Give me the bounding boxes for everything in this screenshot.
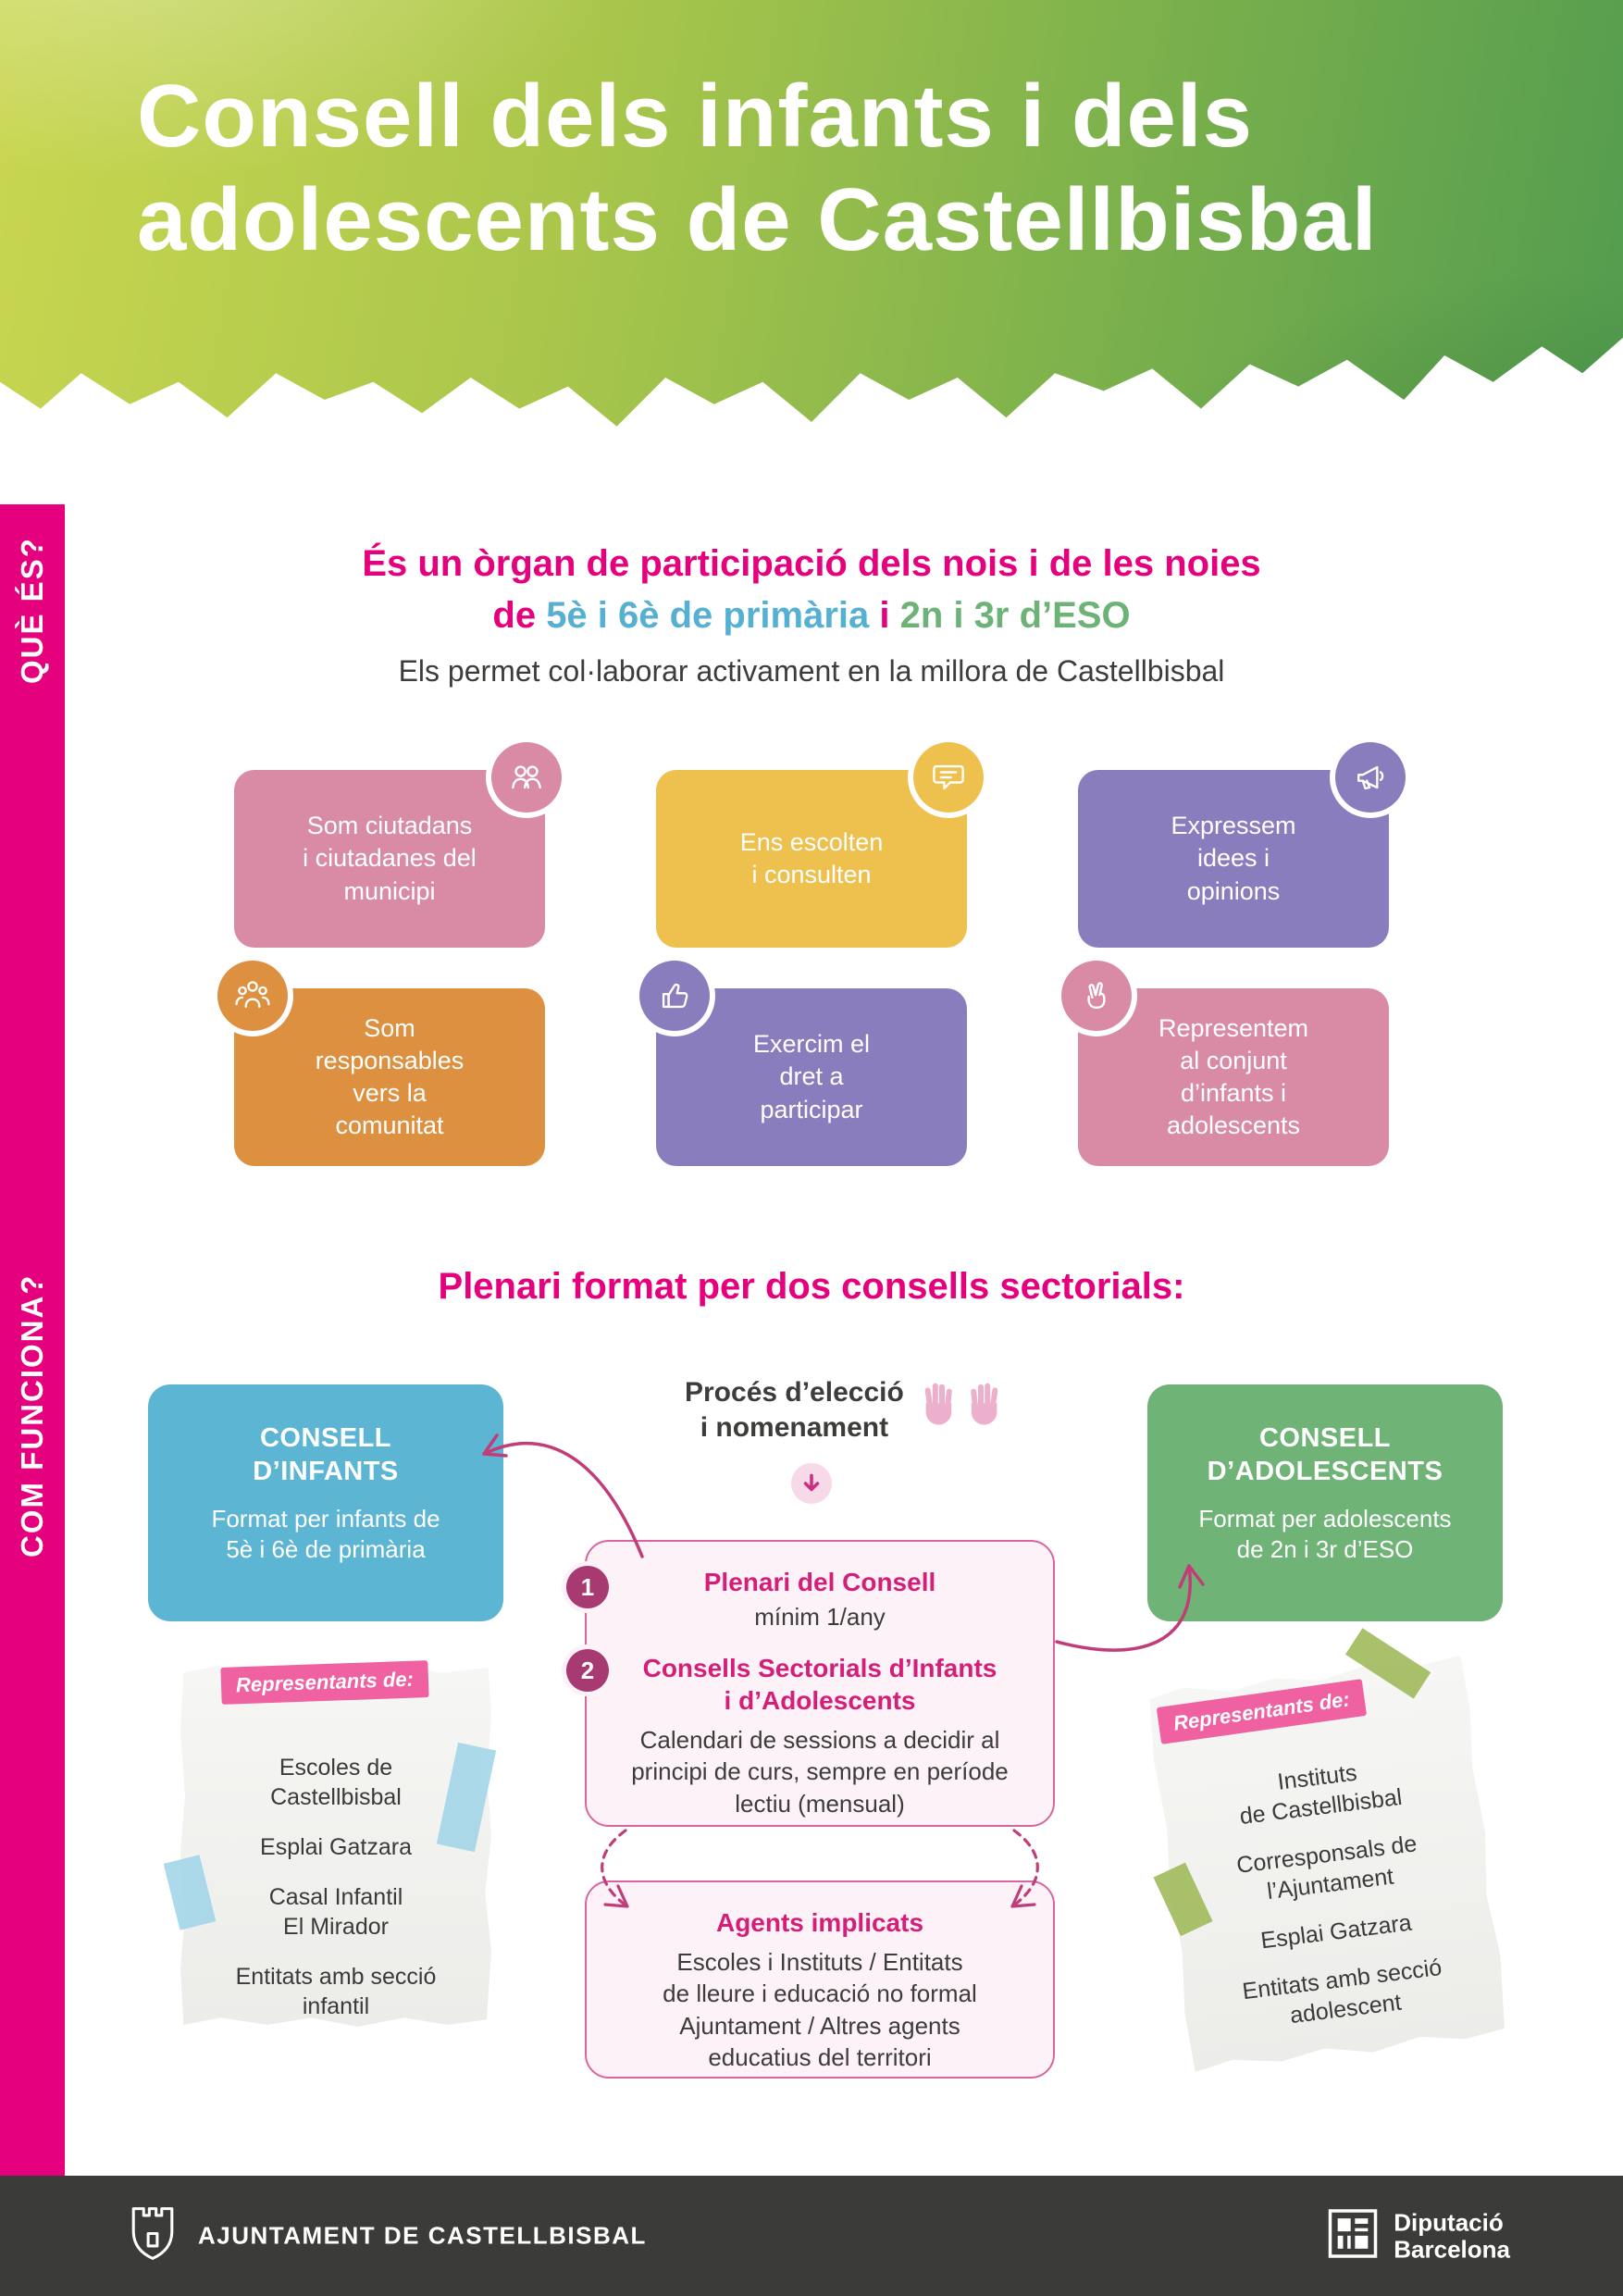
ajuntament-shield-icon <box>128 2203 178 2269</box>
step-1-badge: 1 <box>566 1566 609 1608</box>
card-expressem: Expressem idees i opinions <box>1078 742 1406 948</box>
card-text: Exercim el dret a participar <box>752 1030 871 1123</box>
list-item: Corresponsals de l’Ajuntament <box>1234 1831 1419 1905</box>
poster-title: Consell dels infants i dels adolescents … <box>137 67 1378 270</box>
speech-bubble-icon <box>913 742 984 813</box>
card-escolten: Ens escolten i consulten <box>656 742 984 948</box>
card-representem: Representem al conjunt d’infants i adole… <box>1061 961 1389 1166</box>
diputacio-logo-block: Diputació Barcelona <box>1327 2208 1510 2265</box>
heading-de: de <box>492 595 547 636</box>
council-infants-title: CONSELL D’INFANTS <box>253 1423 399 1487</box>
what-is-heading-line1: És un òrgan de participació dels nois i … <box>362 543 1261 584</box>
council-adolescents-title: CONSELL D’ADOLESCENTS <box>1207 1423 1443 1487</box>
representatives-list: Escoles de Castellbisbal Esplai Gatzara … <box>180 1753 491 2021</box>
election-process: Procés d’elecció i nomenament <box>685 1375 1004 1445</box>
card-text: Expressem idees i opinions <box>1171 812 1296 905</box>
down-arrow-icon <box>791 1463 832 1504</box>
ajuntament-label: AJUNTAMENT DE CASTELLBISBAL <box>198 2221 647 2250</box>
representatives-label: Representants de: <box>220 1660 429 1705</box>
ajuntament-logo-block: AJUNTAMENT DE CASTELLBISBAL <box>128 2203 647 2269</box>
card-responsables: Som responsables vers la comunitat <box>217 961 545 1166</box>
card-exercim: Exercim el dret a participar <box>639 961 967 1166</box>
infants-representatives-note: Representants de: Escoles de Castellbisb… <box>163 1660 497 2027</box>
citizens-icon <box>491 742 562 813</box>
list-item: Entitats amb secció infantil <box>235 1964 437 2019</box>
agents-panel: Agents implicats Escoles i Instituts / E… <box>585 1880 1055 2079</box>
step-2-badge: 2 <box>566 1649 609 1692</box>
card-text: Representem al conjunt d’infants i adole… <box>1158 1013 1309 1140</box>
adolescents-representatives-note: Representants de: Instituts de Castellbi… <box>1146 1628 1510 2074</box>
what-is-subheading: Els permet col·laborar activament en la … <box>398 654 1225 688</box>
diputacio-line2: Barcelona <box>1394 2235 1510 2263</box>
diputacio-line1: Diputació <box>1394 2208 1504 2237</box>
plenary-panel: Plenari del Consell mínim 1/any Consells… <box>585 1540 1055 1827</box>
diputacio-logo-icon <box>1327 2208 1379 2265</box>
plenary-item2-desc: Calendari de sessions a decidir al princ… <box>631 1726 1009 1818</box>
election-process-title: Procés d’elecció i nomenament <box>685 1377 904 1443</box>
community-icon <box>217 961 288 1031</box>
raised-hands-icon <box>919 1380 1004 1440</box>
how-works-heading: Plenari format per dos consells sectoria… <box>438 1266 1185 1307</box>
council-adolescents-box: CONSELL D’ADOLESCENTS Format per adolesc… <box>1147 1384 1503 1621</box>
vote-icon <box>639 961 710 1031</box>
representatives-list: Instituts de Castellbisbal Corresponsals… <box>1157 1744 1506 2043</box>
victory-hand-icon <box>1061 961 1132 1031</box>
heading-conjunction: i <box>869 595 900 636</box>
card-ciutadans: Som ciutadans i ciutadanes del municipi <box>234 742 562 948</box>
plenary-item1-title: Plenari del Consell <box>703 1568 936 1596</box>
agents-title: Agents implicats <box>715 1908 924 1937</box>
heading-eso: 2n i 3r d’ESO <box>899 595 1131 636</box>
list-item: Casal Infantil El Mirador <box>268 1884 403 1940</box>
card-text: Ens escolten i consulten <box>739 827 884 888</box>
council-infants-box: CONSELL D’INFANTS Format per infants de … <box>148 1384 503 1621</box>
list-item: Escoles de Castellbisbal <box>270 1755 402 1810</box>
council-adolescents-desc: Format per adolescents de 2n i 3r d’ESO <box>1198 1504 1452 1564</box>
plenary-item1-sub: mínim 1/any <box>754 1603 886 1631</box>
diputacio-label: Diputació Barcelona <box>1394 2209 1510 2262</box>
list-item: Esplai Gatzara <box>1258 1909 1414 1955</box>
agents-desc: Escoles i Instituts / Entitats de lleure… <box>663 1948 977 2071</box>
list-item: Esplai Gatzara <box>260 1834 412 1860</box>
card-text: Som ciutadans i ciutadanes del municipi <box>303 812 477 905</box>
megaphone-icon <box>1335 742 1406 813</box>
header-banner: Consell dels infants i dels adolescents … <box>0 0 1623 427</box>
torn-paper-background <box>180 1666 491 2027</box>
what-is-heading: És un òrgan de participació dels nois i … <box>0 541 1623 689</box>
card-text: Som responsables vers la comunitat <box>315 1013 465 1140</box>
plenary-item2-title: Consells Sectorials d’Infants i d’Adoles… <box>642 1654 997 1715</box>
what-is-heading-line2: de 5è i 6è de primària i 2n i 3r d’ESO <box>0 593 1623 638</box>
section-sidebar: QUÈ ÉS? COM FUNCIONA? <box>0 504 65 2176</box>
council-infants-desc: Format per infants de 5è i 6è de primàri… <box>211 1504 440 1564</box>
heading-primaria: 5è i 6è de primària <box>546 595 870 636</box>
benefit-cards: Som ciutadans i ciutadanes del municipi … <box>217 742 1406 1166</box>
sidebar-label-how-works: COM FUNCIONA? <box>15 1273 49 1558</box>
footer-bar: AJUNTAMENT DE CASTELLBISBAL Diputació Ba… <box>0 2176 1623 2296</box>
